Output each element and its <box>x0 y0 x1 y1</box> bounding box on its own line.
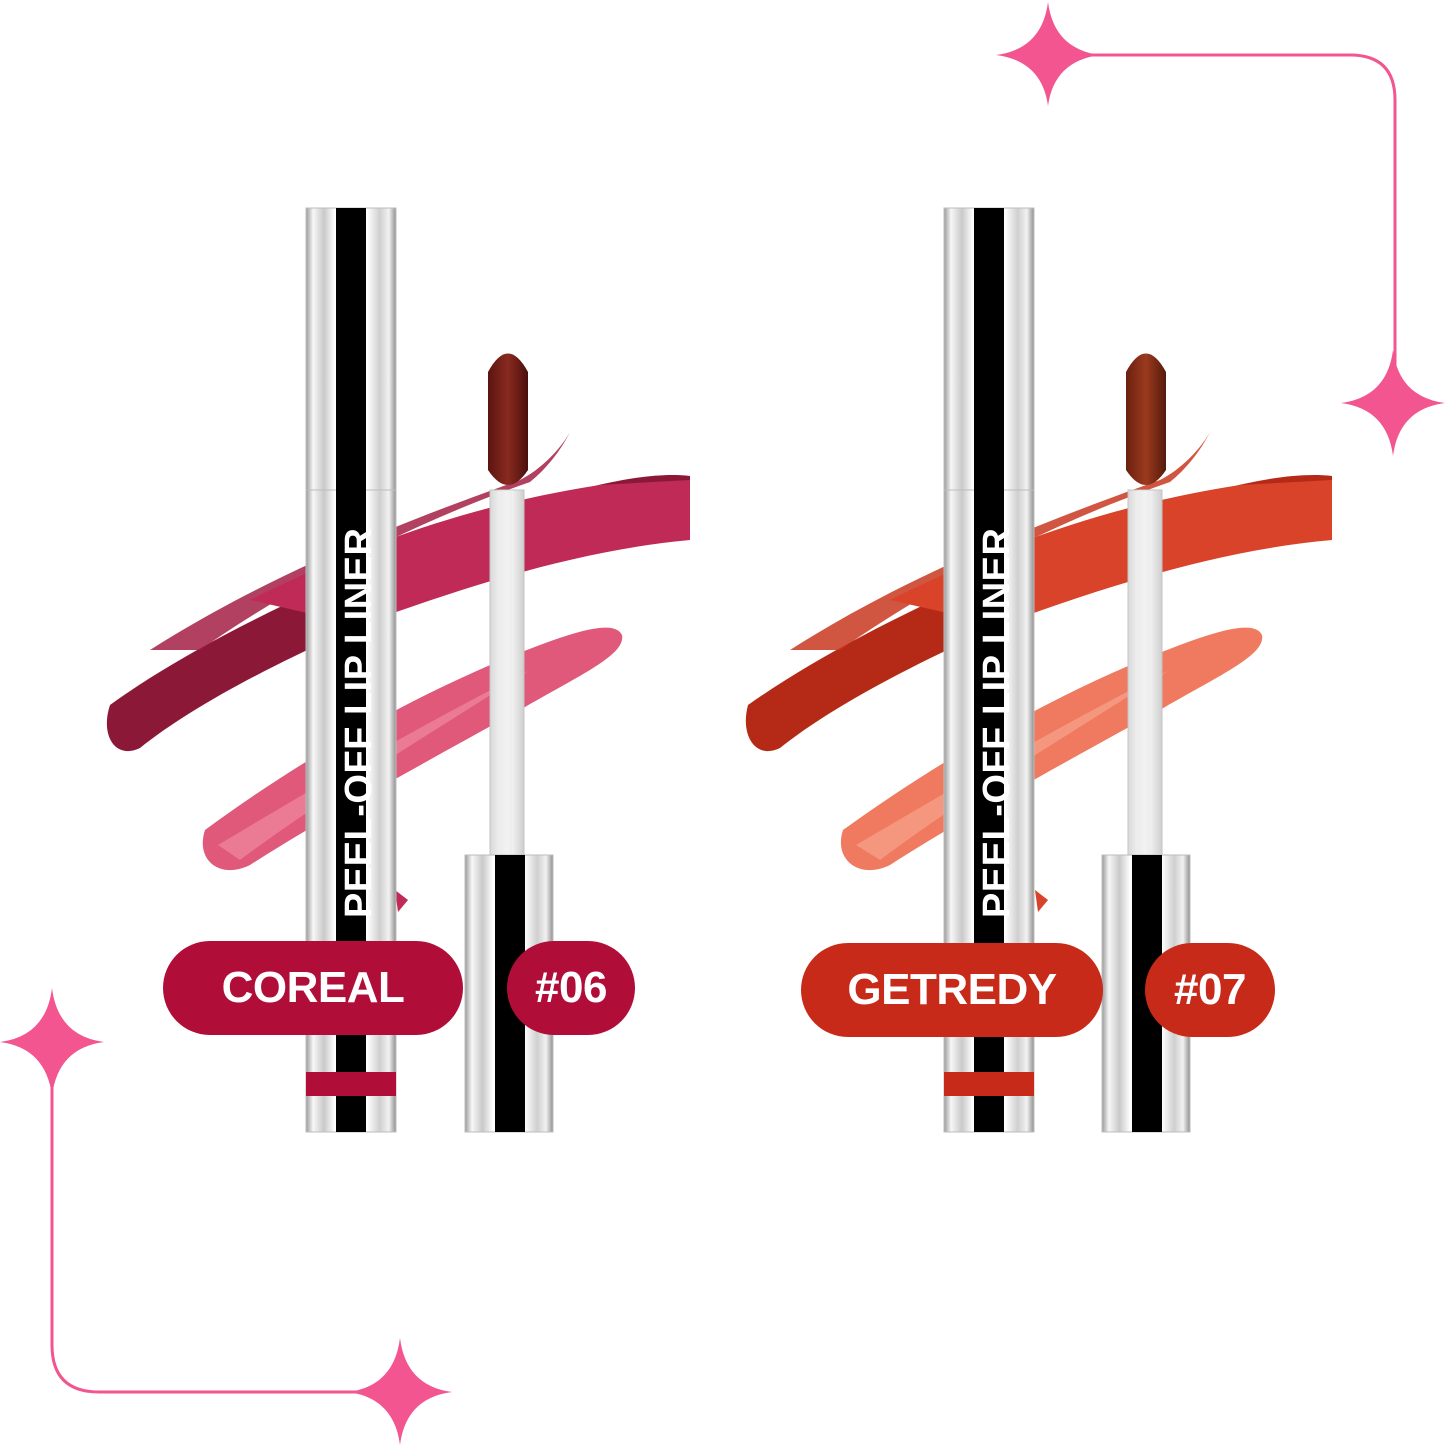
sparkle-icon <box>996 2 1100 106</box>
coreal-shade-number-badge: #06 <box>507 941 635 1035</box>
getredy-tube-label: PEEL-OFF LIP LINER <box>976 527 1018 918</box>
coreal-swatches <box>106 432 691 912</box>
sparkle-icon <box>348 1338 452 1445</box>
coreal-tube <box>305 207 397 1133</box>
getredy-shade-number-badge: #07 <box>1145 943 1275 1037</box>
getredy-shade-name-badge: GETREDY <box>801 943 1103 1037</box>
decorative-frame <box>50 53 1397 1394</box>
coreal-shade-name-badge: COREAL <box>163 941 463 1035</box>
getredy-swatches <box>745 432 1332 912</box>
coreal-tube-label: PEEL-OFF LIP LINER <box>338 527 380 918</box>
sparkle-icon <box>1341 350 1445 456</box>
sparkle-icon <box>0 988 104 1096</box>
